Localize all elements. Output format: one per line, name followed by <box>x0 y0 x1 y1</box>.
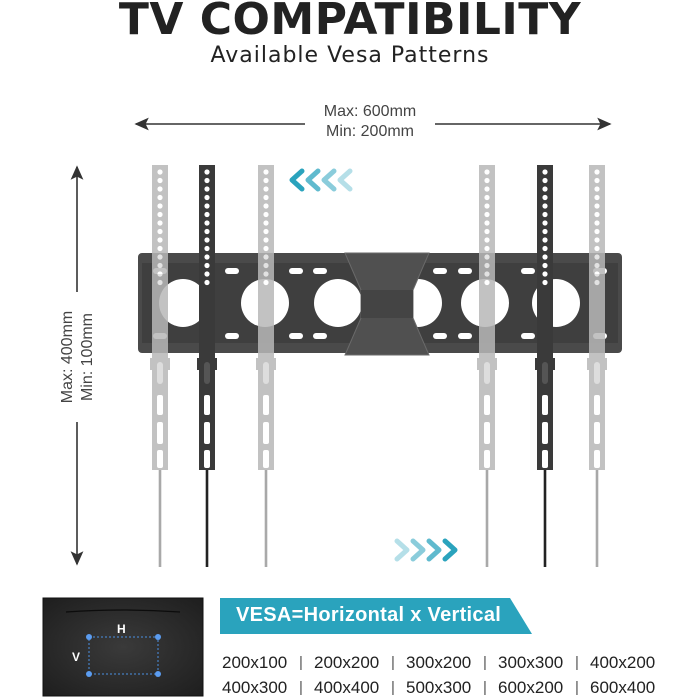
rail-dark <box>197 165 217 567</box>
vesa-size: 600x400 <box>590 677 656 697</box>
chevron-right-icon <box>426 538 442 562</box>
plate-slot <box>521 333 535 339</box>
plate-cutout <box>314 279 362 327</box>
separator: | <box>391 679 395 696</box>
chevron-right-icon <box>442 538 458 562</box>
vesa-size: 200x200 <box>314 652 380 672</box>
h-label: H <box>117 622 126 636</box>
separator: | <box>575 654 579 671</box>
vesa-size-row: 400x300 | 400x400 | 500x300 | 600x200 | 600x400 <box>222 675 692 700</box>
plate-slot <box>225 268 239 274</box>
vesa-size: 300x200 <box>406 652 472 672</box>
plate-slot <box>313 333 327 339</box>
horizontal-max-label: Max: 600mm <box>323 103 417 120</box>
separator: | <box>483 679 487 696</box>
horizontal-dimension-label: Max: 600mm Min: 200mm <box>305 102 435 142</box>
page-subtitle: Available Vesa Patterns <box>210 43 490 68</box>
vertical-min-label: Min: 100mm <box>79 312 96 402</box>
chevron-left-icon <box>305 168 321 192</box>
vesa-size-grid: 200x100 | 200x200 | 300x200 | 300x300 | 400x200 4… <box>222 650 692 700</box>
chevron-left-icon <box>321 168 337 192</box>
plate-slot <box>433 268 447 274</box>
chevron-right-icon <box>394 538 410 562</box>
separator: | <box>299 654 303 671</box>
chevron-right-icon <box>410 538 426 562</box>
chevrons-right-icon <box>394 538 458 562</box>
v-label: V <box>72 650 81 664</box>
vertical-dimension-label: Max: 400mm Min: 100mm <box>58 292 98 422</box>
plate-slot <box>521 268 535 274</box>
plate-slot <box>225 333 239 339</box>
chevrons-left-icon <box>289 168 353 192</box>
vesa-size: 300x300 <box>498 652 564 672</box>
horizontal-min-label: Min: 200mm <box>325 123 415 140</box>
vesa-size: 500x300 <box>406 677 472 697</box>
separator: | <box>299 679 303 696</box>
plate-slot <box>289 333 303 339</box>
vesa-size: 400x300 <box>222 677 288 697</box>
rail-light <box>477 165 497 567</box>
vesa-banner <box>220 598 532 634</box>
chevron-left-icon <box>337 168 353 192</box>
rail-light <box>150 165 170 567</box>
vesa-banner-text: VESA=Horizontal x Vertical <box>236 604 502 626</box>
vesa-size: 400x200 <box>590 652 656 672</box>
separator: | <box>575 679 579 696</box>
plate-slot <box>313 268 327 274</box>
plate-slot <box>458 333 472 339</box>
plate-slot <box>433 333 447 339</box>
separator: | <box>483 654 487 671</box>
vesa-size: 600x200 <box>498 677 564 697</box>
vesa-size-row: 200x100 | 200x200 | 300x200 | 300x300 | 400x200 <box>222 650 692 675</box>
plate-slot <box>289 268 303 274</box>
plate-slot <box>458 268 472 274</box>
center-bracket <box>344 252 430 356</box>
chevron-left-icon <box>289 168 305 192</box>
rail-light <box>587 165 607 567</box>
plate-cutout <box>159 279 207 327</box>
rail-light <box>256 165 276 567</box>
rail-dark <box>535 165 555 567</box>
page-title: TV COMPATIBILITY <box>118 0 582 45</box>
separator: | <box>391 654 395 671</box>
vesa-size: 400x400 <box>314 677 380 697</box>
vertical-max-label: Max: 400mm <box>59 310 76 404</box>
vesa-size: 200x100 <box>222 652 288 672</box>
